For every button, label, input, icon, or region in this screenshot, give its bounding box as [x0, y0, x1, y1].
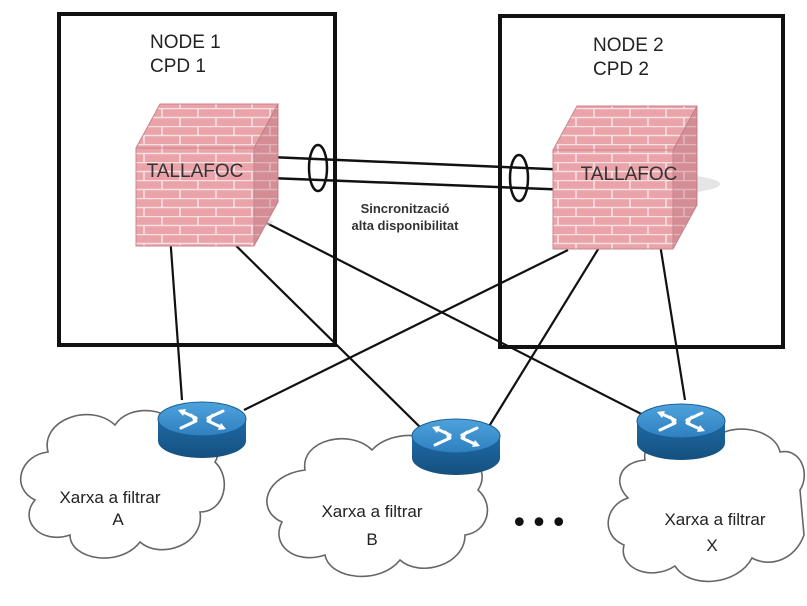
cloud-x-label: Xarxa a filtrar	[664, 510, 765, 529]
cloud-a-id: A	[112, 510, 124, 529]
fw1-to-routerB	[211, 221, 424, 431]
sync-label-line1: Sincronització	[361, 201, 450, 216]
router-x	[636, 403, 726, 460]
node1-subtitle: CPD 1	[150, 56, 206, 77]
cloud-b-id: B	[366, 530, 377, 549]
node2-subtitle: CPD 2	[593, 59, 649, 80]
fw2-to-routerA	[243, 249, 569, 411]
node1-title: NODE 1	[150, 32, 221, 53]
sync-ring-left	[307, 143, 329, 193]
firewall-label-node2: TALLAFOC	[581, 164, 678, 185]
firewall-node2: TALLAFOC	[552, 105, 720, 250]
fw2-to-routerB	[487, 237, 606, 429]
cloud-a-label: Xarxa a filtrar	[59, 488, 160, 507]
cloud-network-x: Xarxa a filtrar X	[607, 428, 805, 583]
firewall-label-node1: TALLAFOC	[147, 161, 244, 182]
cloud-x-id: X	[706, 536, 717, 555]
sync-label-line2: alta disponibilitat	[352, 218, 460, 233]
firewall-node1: TALLAFOC	[135, 103, 279, 247]
router-a	[157, 401, 247, 458]
router-b	[411, 418, 501, 475]
node2-title: NODE 2	[593, 35, 664, 56]
fw1-to-routerA	[168, 234, 184, 401]
connection-lines	[168, 209, 687, 431]
node2-box	[498, 14, 785, 349]
cloud-b-label: Xarxa a filtrar	[321, 502, 422, 521]
sync-ring-right	[508, 153, 530, 203]
sync-links	[269, 143, 573, 203]
fw1-to-routerX	[240, 209, 658, 423]
more-networks-ellipsis: •••	[510, 506, 569, 541]
